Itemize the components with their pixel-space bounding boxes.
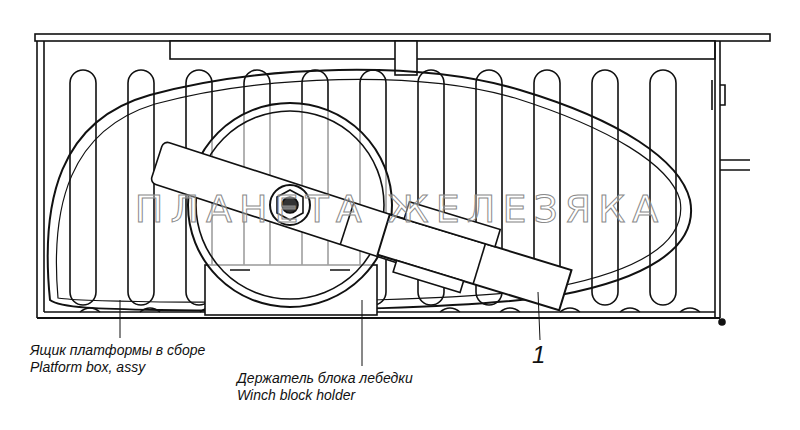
part-label: Ящик платформы в сборе (30, 342, 205, 359)
watermark: ПЛАНЕТА ЖЕЛЕЗЯКА (135, 188, 665, 230)
part-label: Platform box, assy (30, 359, 145, 376)
part-label: Winch block holder (237, 387, 355, 404)
part-label: Держатель блока лебедки (237, 370, 413, 387)
callout-number: 1 (532, 342, 545, 368)
